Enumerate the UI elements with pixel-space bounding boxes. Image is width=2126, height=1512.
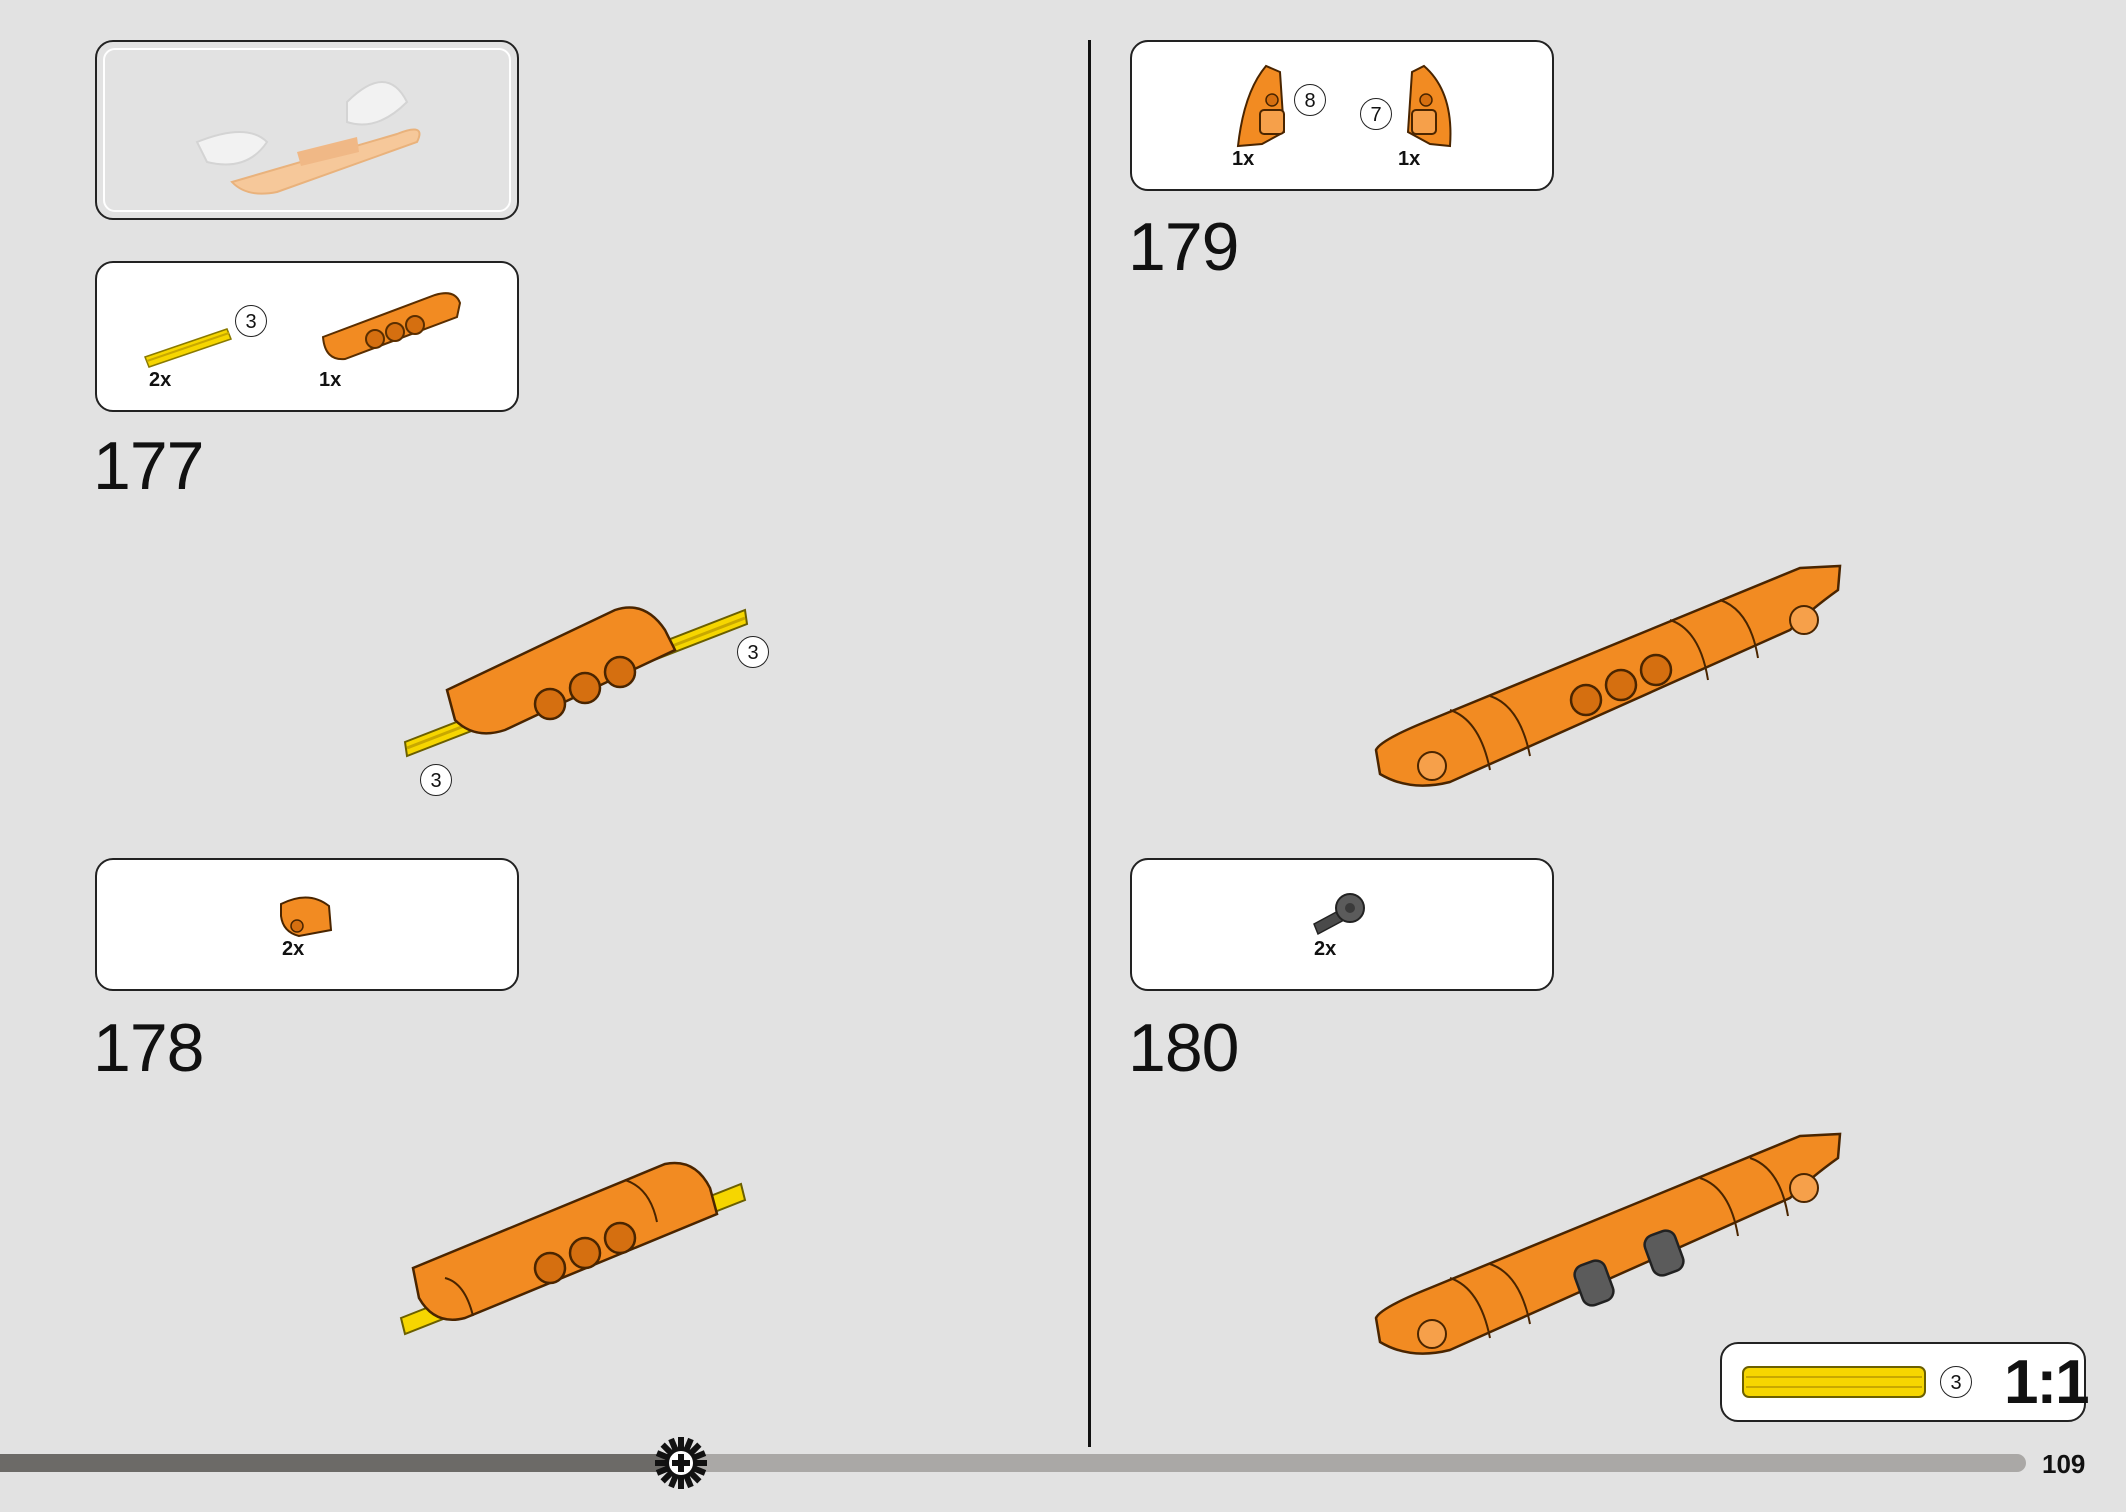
page-number: 109 xyxy=(2042,1449,2086,1479)
step-178-assembly-image xyxy=(399,1161,747,1336)
step-179-parts-box: 8 1x 7 1x xyxy=(1130,40,1554,191)
step-177-part-qty: 1x xyxy=(319,369,342,391)
gear-icon xyxy=(655,1437,707,1489)
orange-panel-icon xyxy=(321,292,462,361)
step-number: 179 xyxy=(1128,209,1239,285)
scale-callout: 3 xyxy=(1940,1366,1972,1398)
orange-wedge-right-icon xyxy=(1406,64,1452,148)
page-divider xyxy=(1088,40,1091,1447)
step-179-part-callout: 7 xyxy=(1360,98,1392,130)
assembly-callout: 3 xyxy=(420,764,452,796)
step-177-part-qty: 2x xyxy=(149,369,172,391)
step-179-assembly-image xyxy=(1374,564,1842,787)
progress-fill xyxy=(0,1454,681,1472)
assembly-callout: 3 xyxy=(737,636,769,668)
step-177-part-callout: 3 xyxy=(235,305,267,337)
submodel-preview-box xyxy=(95,40,519,220)
yellow-axle-icon xyxy=(144,328,232,368)
dark-gray-connector-icon xyxy=(1313,893,1365,936)
step-180-parts-box: 2x xyxy=(1130,858,1554,991)
orange-curved-brick-icon xyxy=(280,896,333,938)
step-number: 177 xyxy=(93,428,204,504)
yellow-axle-icon xyxy=(1742,1366,1926,1398)
step-180-assembly-image xyxy=(1374,1132,1842,1355)
step-177-parts-box: 3 2x 1x xyxy=(95,261,519,412)
step-179-part-qty: 1x xyxy=(1232,148,1255,170)
scale-label: 1:1 xyxy=(2004,1348,2090,1417)
step-177-assembly-image xyxy=(403,606,749,758)
step-178-part-qty: 2x xyxy=(282,938,305,960)
step-179-part-qty: 1x xyxy=(1398,148,1421,170)
scale-reference-box: 3 1:1 xyxy=(1720,1342,2090,1422)
step-178-parts-box: 2x xyxy=(95,858,519,991)
step-180-part-qty: 2x xyxy=(1314,938,1337,960)
submodel-preview-image xyxy=(195,81,421,195)
orange-wedge-left-icon xyxy=(1236,64,1286,148)
step-number: 180 xyxy=(1128,1010,1239,1086)
step-179-part-callout: 8 xyxy=(1294,84,1326,116)
step-number: 178 xyxy=(93,1010,204,1086)
